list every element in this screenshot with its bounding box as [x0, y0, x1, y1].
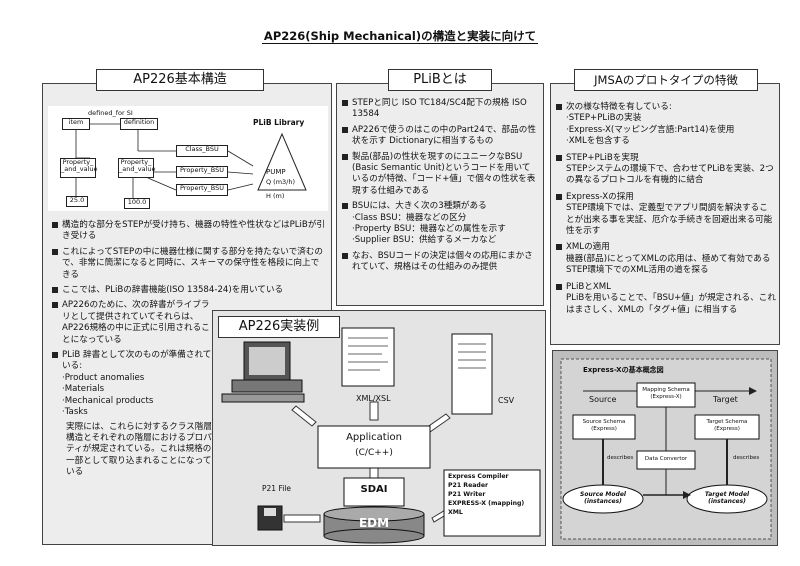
list-item: PLiBとXML	[556, 282, 776, 293]
list-item: Express Compiler	[448, 473, 509, 480]
figure-title: Express-Xの基本概念図	[583, 366, 664, 374]
figure-target-model: Target Model (instances)	[704, 491, 750, 505]
right-text: STEP環境下では、定義型でアプリ間調を解決することが出来る事を実証、厄介な手続…	[566, 203, 773, 237]
diagram-property-bsu-box-2: Property_BSU	[176, 184, 228, 196]
diagram-class-bsu-box: Class_BSU	[176, 145, 228, 157]
list-item: Express-Xの採用	[556, 192, 776, 203]
edm-label: EDM	[358, 516, 390, 530]
diagram-property-value-box-2: Property_ _and_value	[118, 158, 155, 178]
right-heading: JMSAのプロトタイプの特徴	[574, 69, 758, 91]
list-item: 製品(部品)の性状を現すのにユニークなBSU (Basic Semantic U…	[342, 152, 538, 198]
list-item: ·Tasks	[62, 407, 88, 418]
feature-list: ·STEP+PLiBの実装 ·Express-X(マッピング言語:Part14)…	[566, 113, 776, 147]
computer-icon	[221, 341, 305, 403]
sdai-box	[343, 477, 405, 507]
list-item: AP226のために、次の辞書がライブラリとして提供されていてそれらは、AP226…	[52, 300, 212, 346]
list-item: ·Express-X(マッピング言語:Part14)を使用	[566, 124, 735, 135]
list-item: ·Materials	[62, 384, 105, 395]
diagram-item-box: item	[62, 118, 90, 130]
diagram-value-box-1: 25.0	[66, 196, 88, 207]
figure-source-model: Source Model (instances)	[580, 491, 626, 505]
list-item: P21 Reader	[448, 482, 489, 489]
diagram-h-label: H (m)	[266, 192, 285, 200]
list-item: 次の様な特徴を有している:	[556, 102, 776, 113]
middle-panel	[336, 83, 544, 306]
list-item: ·Property BSU：機器などの属性を示す	[352, 224, 506, 235]
list-item: STEPと同じ ISO TC184/SC4配下の規格 ISO 13584	[342, 98, 538, 121]
middle-heading: PLiBとは	[388, 69, 492, 91]
diagram-definition-box: definition	[120, 118, 158, 130]
list-item: ·STEP+PLiBの実装	[566, 113, 642, 124]
implementation-diagram	[221, 327, 541, 544]
left-closing-text: 実際には、これらに対するクラス階層構造とそれぞれの階層におけるプロパティが規定さ…	[66, 421, 212, 478]
flow-arrows	[283, 401, 455, 523]
diagram-defined-for-label: defined_for SI	[88, 109, 133, 117]
csv-document-icon	[451, 333, 493, 415]
list-item: なお、BSUコードの決定は個々の応用にまかされていて、規格はその仕組みのみ提供	[342, 251, 538, 274]
list-item: XML	[448, 509, 463, 516]
list-item: XMLの適用	[556, 242, 776, 253]
list-item: これによってSTEPの中に機器仕様に関する部分を持たないで済むので、非常に簡潔に…	[52, 247, 326, 281]
xml-xsl-label: XML/XSL	[356, 394, 391, 403]
list-item: STEP+PLiBを実現	[556, 153, 776, 164]
figure-target-schema: Target Schema (Express)	[706, 419, 748, 432]
figure-source-schema: Source Schema (Express)	[582, 419, 626, 432]
diagram-value-box-2: 100.0	[124, 198, 150, 209]
right-panel	[550, 83, 780, 345]
diagram-property-bsu-box-1: Property_BSU	[176, 166, 228, 178]
left-heading: AP226基本構造	[96, 69, 264, 91]
figure-describes-left: describes	[607, 455, 634, 461]
right-text: PLiBを用いることで、「BSU+値」が規定される、これはまさしく、XMLの「タ…	[566, 293, 776, 315]
list-item: AP226で使うのはこの中のPart24で、部品の性状を示す Dictionar…	[342, 125, 538, 148]
list-item: ·Product anomalies	[62, 372, 145, 383]
diagram-library-title: PLiB Library	[253, 118, 305, 127]
left-bullet-list: 構造的な部分をSTEPが受け持ち、機器の特性や性状などはPLiBが引き受ける こ…	[52, 220, 326, 479]
application-language-label: (C/C++)	[355, 448, 393, 458]
list-item: 構造的な部分をSTEPが受け持ち、機器の特性や性状などはPLiBが引き受ける	[52, 220, 326, 243]
page-title: AP226(Ship Mechanical)の構造と実装に向けて	[261, 29, 539, 44]
edm-database-icon	[323, 506, 425, 544]
library-triangle	[257, 132, 307, 191]
implementation-heading: AP226実装例	[218, 316, 340, 338]
figure-mapping-schema: Mapping Schema (Express-X)	[642, 387, 690, 400]
sdai-label: SDAI	[360, 484, 388, 495]
right-text: 機器(部品)にとってXMLの応用は、極めて有効である STEP環境下でのXML活…	[566, 253, 780, 276]
express-x-figure: Express-Xの基本概念図 Source Target Mapping Sc…	[552, 350, 778, 546]
figure-data-converter: Data Convertor	[644, 456, 688, 462]
list-item: PLiB 辞書として次のものが準備されている:	[52, 350, 212, 373]
figure-target-label: Target	[713, 395, 738, 404]
figure-source-label: Source	[589, 395, 617, 404]
list-item: ·Supplier BSU：供給するメーカなど	[352, 235, 497, 246]
list-item: ·Class BSU：機器などの区分	[352, 212, 467, 223]
diagram-property-value-box-1: Property_ _and_value	[60, 158, 97, 178]
dictionary-list: ·Product anomalies ·Materials ·Mechanica…	[62, 373, 326, 419]
list-item: ·XMLを包含する	[566, 136, 630, 147]
csv-label: CSV	[498, 396, 515, 405]
list-item: ·Mechanical products	[62, 395, 154, 406]
bsu-type-list: ·Class BSU：機器などの区分 ·Property BSU：機器などの属性…	[352, 213, 538, 247]
application-box	[317, 425, 431, 469]
diagram-pump-label: PUMP	[266, 168, 286, 176]
express-x-figure-graphics	[560, 358, 772, 540]
tools-list: Express Compiler P21 Reader P21 Writer E…	[448, 472, 542, 517]
floppy-disk-icon	[257, 505, 283, 531]
list-item: P21 Writer	[448, 491, 486, 498]
ap226-structure-diagram: item defined_for SI definition Class_BSU…	[48, 106, 328, 211]
right-bullet-list: 次の様な特徴を有している: ·STEP+PLiBの実装 ·Express-X(マ…	[556, 102, 780, 316]
diagram-connectors	[75, 123, 307, 198]
xml-document-icon	[341, 327, 395, 387]
list-item: ここでは、PLiBの辞書機能(ISO 13584-24)を用いている	[52, 285, 326, 296]
application-label: Application	[346, 432, 402, 443]
figure-describes-right: describes	[733, 455, 760, 461]
p21-file-label: P21 File	[262, 484, 292, 493]
tools-box	[443, 469, 541, 537]
right-text: STEPシステムの環境下で、合わせてPLiBを実装、2つの異なるプロトコルを有機…	[566, 164, 774, 186]
middle-bullet-list: STEPと同じ ISO TC184/SC4配下の規格 ISO 13584 AP2…	[342, 98, 538, 278]
diagram-q-label: Q (m3/h)	[266, 178, 296, 186]
list-item: BSUには、大きく次の3種類がある	[342, 201, 538, 212]
list-item: EXPRESS-X (mapping)	[448, 500, 525, 507]
